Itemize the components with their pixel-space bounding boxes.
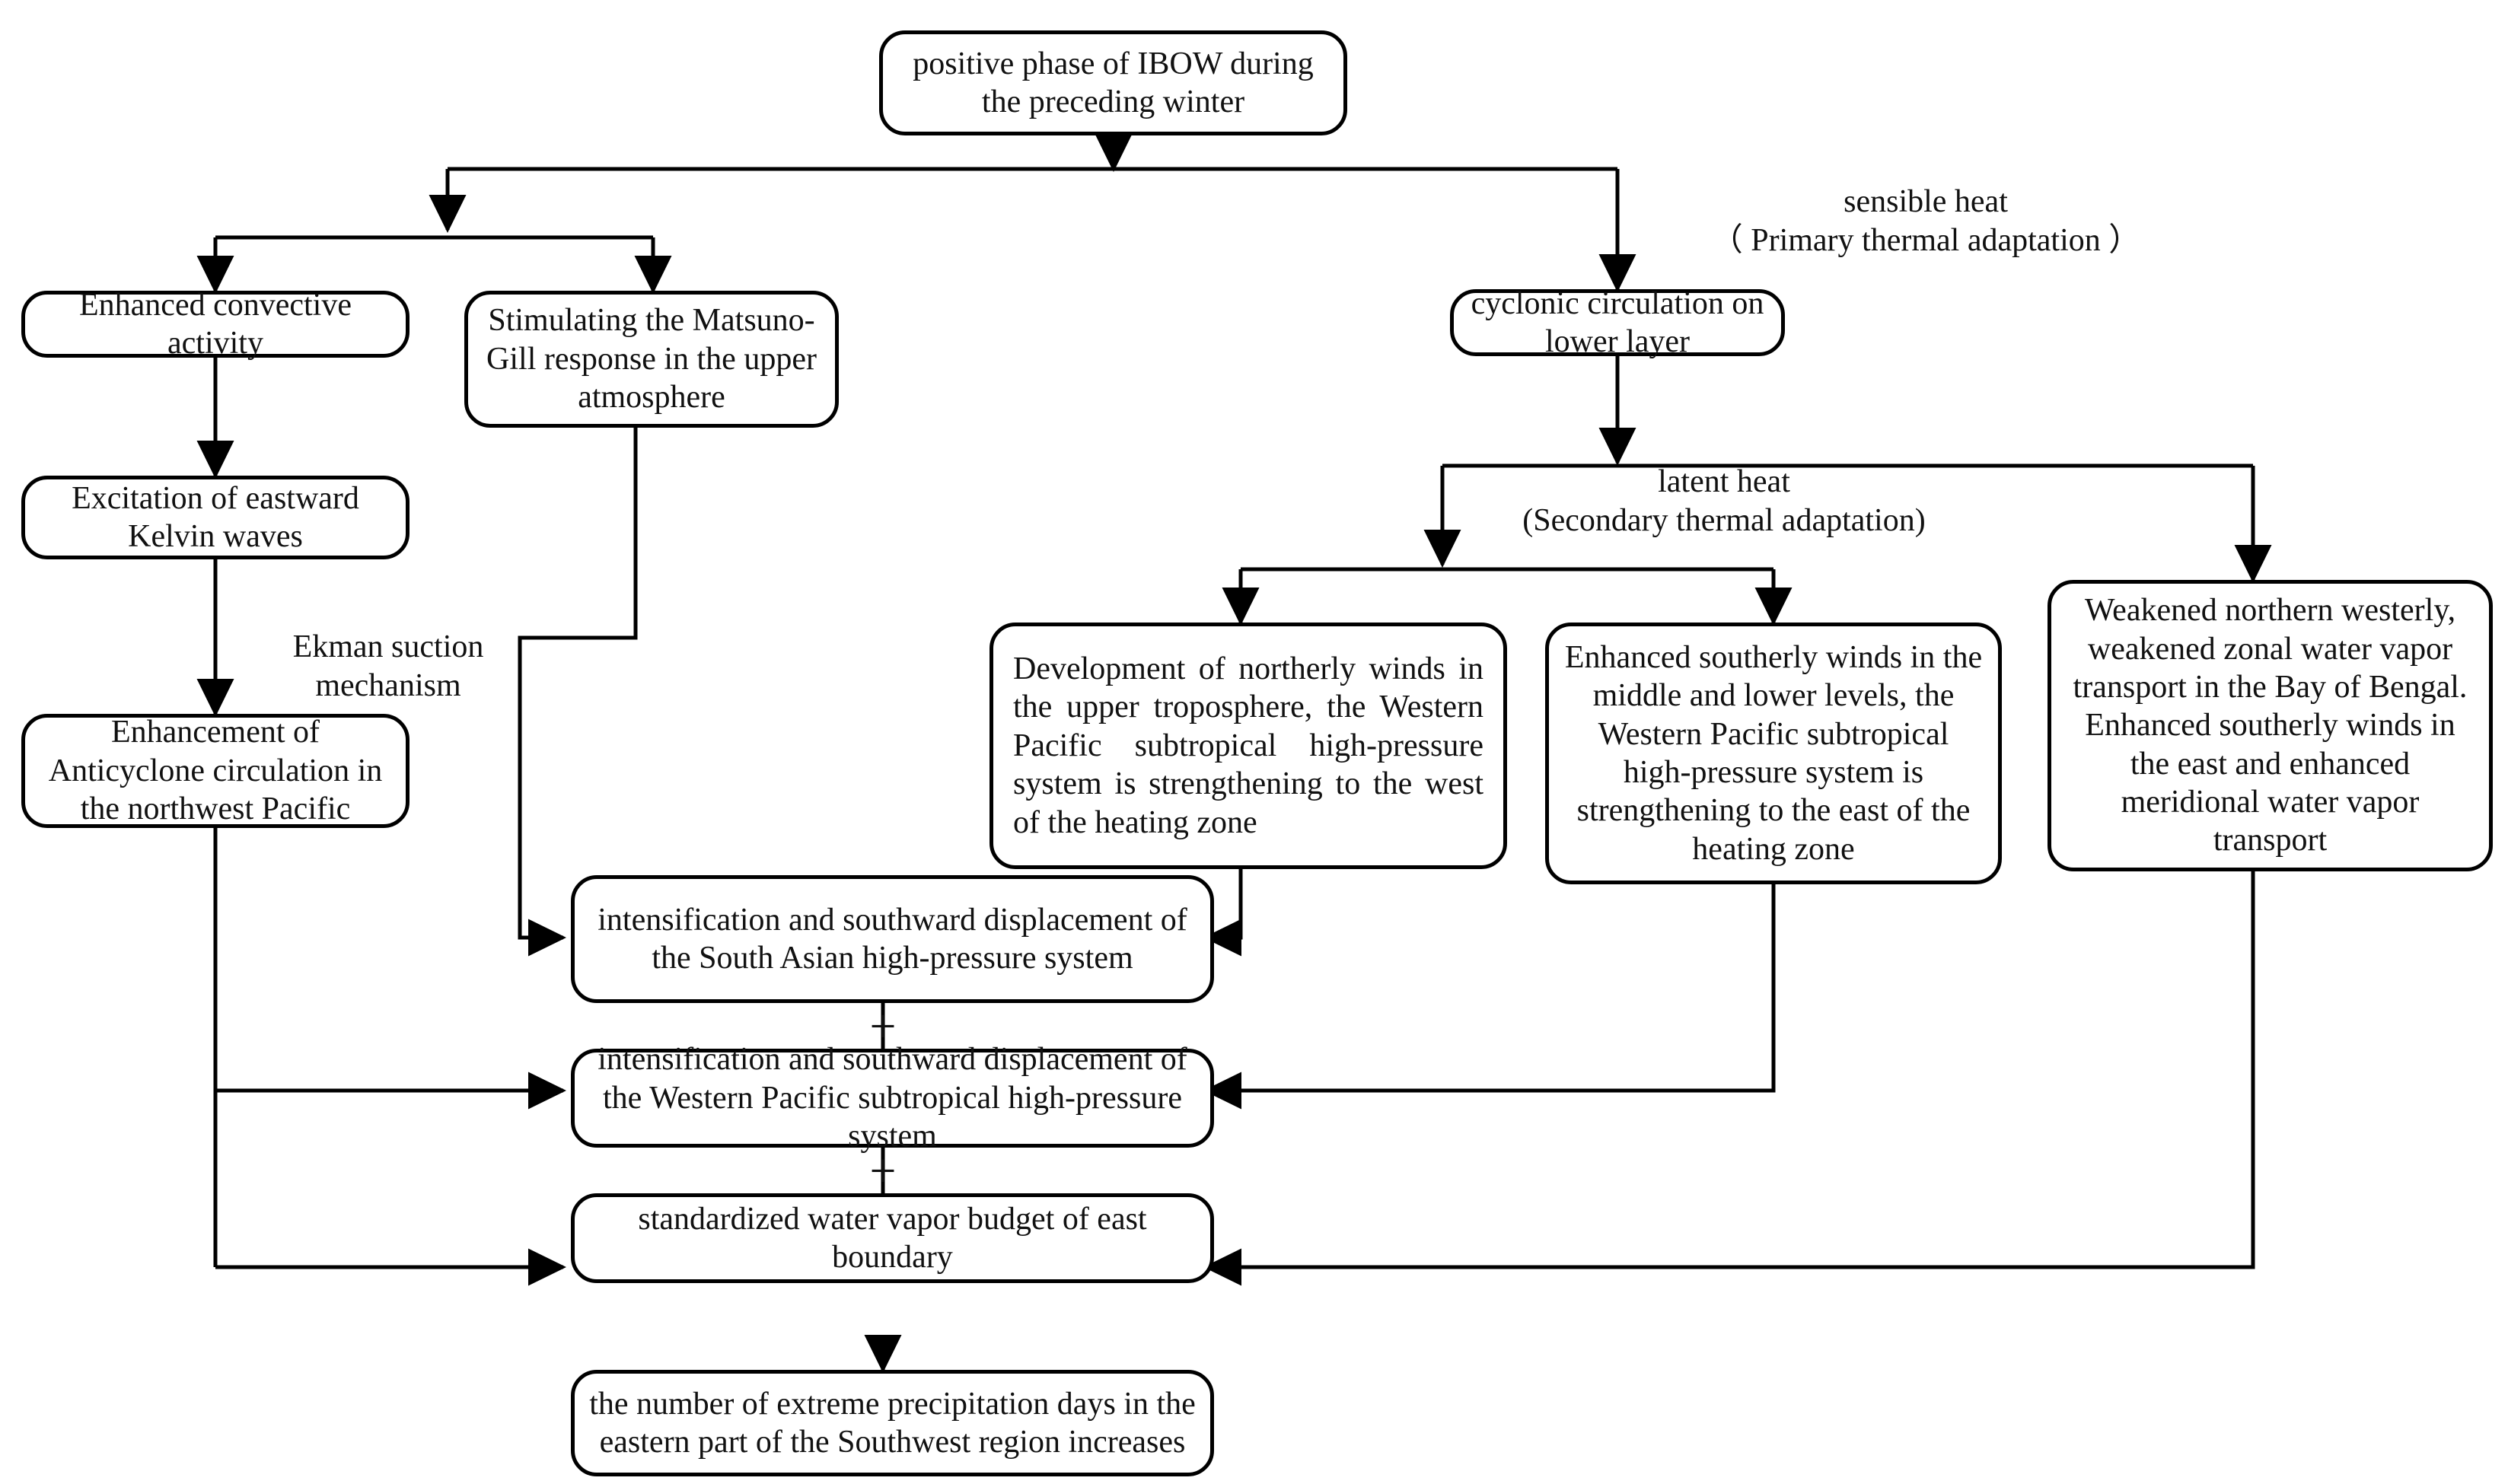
node-south-asian-high[interactable]: intensification and southward displaceme… — [571, 875, 1214, 1003]
node-convective-label: Enhanced convective activity — [79, 287, 352, 361]
node-water-vapor-budget[interactable]: standardized water vapor budget of east … — [571, 1193, 1214, 1283]
edge-label-latent-heat: latent heat (Secondary thermal adaptatio… — [1522, 464, 1926, 539]
node-northerly-label: Development of northerly winds in the up… — [1013, 651, 1483, 840]
node-bay-of-bengal-transport[interactable]: Weakened northern westerly, weakened zon… — [2048, 580, 2493, 871]
node-cyclonic-circulation[interactable]: cyclonic circulation on lower layer — [1450, 286, 1785, 359]
node-ibow-label: positive phase of IBOW during the preced… — [913, 46, 1314, 119]
edge-northerly-southasian — [1203, 869, 1243, 957]
node-budget-label: standardized water vapor budget of east … — [638, 1201, 1147, 1275]
node-precip-label: the number of extreme precipitation days… — [589, 1386, 1196, 1460]
node-ibow[interactable]: positive phase of IBOW during the preced… — [879, 30, 1347, 135]
node-cyclonic-label: cyclonic circulation on lower layer — [1471, 285, 1764, 359]
node-southerly-label: Enhanced southerly winds in the middle a… — [1564, 639, 1983, 867]
node-northerly-winds[interactable]: Development of northerly winds in the up… — [989, 623, 1507, 869]
node-bengal-label: Weakened northern westerly, weakened zon… — [2073, 593, 2468, 858]
edge-southerly-wpsh — [1203, 884, 1776, 1110]
node-extreme-precipitation-days[interactable]: the number of extreme precipitation days… — [571, 1370, 1214, 1476]
plus-connector-upper: + — [869, 1001, 897, 1052]
node-enhanced-convective-activity[interactable]: Enhanced convective activity — [21, 288, 410, 361]
node-wpsh-label: intensification and southward displaceme… — [598, 1042, 1187, 1154]
node-matsuno-gill-response[interactable]: Stimulating the Matsuno-Gill response in… — [464, 291, 839, 428]
edge-label-sensible-heat: sensible heat （ Primary thermal adaptati… — [1710, 184, 2141, 259]
node-anticyclone-circulation[interactable]: Enhancement of Anticyclone circulation i… — [21, 714, 410, 828]
edge-label-ekman-suction: Ekman suction mechanism — [292, 629, 484, 704]
node-southerly-winds[interactable]: Enhanced southerly winds in the middle a… — [1545, 623, 2002, 884]
node-western-pacific-subtropical-high[interactable]: intensification and southward displaceme… — [571, 1042, 1214, 1154]
node-matsuno-label: Stimulating the Matsuno-Gill response in… — [486, 303, 817, 416]
node-kelvin-label: Excitation of eastward Kelvin waves — [72, 480, 359, 554]
edge-matsuno-southasian — [518, 428, 638, 957]
edge-bengal-budget — [1203, 871, 2255, 1286]
node-anticyclone-label: Enhancement of Anticyclone circulation i… — [48, 715, 383, 827]
node-kelvin-waves[interactable]: Excitation of eastward Kelvin waves — [21, 476, 410, 559]
node-south-asian-high-label: intensification and southward displaceme… — [598, 902, 1187, 976]
plus-connector-lower: + — [869, 1145, 897, 1197]
